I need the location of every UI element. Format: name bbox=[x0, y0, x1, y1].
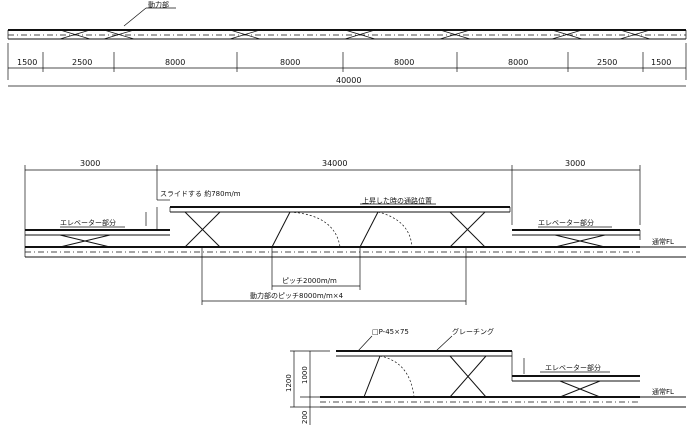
power-pitch-label: 動力部のピッチ8000m/m×4 bbox=[250, 291, 344, 300]
dim-left: 3000 bbox=[80, 159, 100, 168]
dim-middle: 34000 bbox=[322, 159, 347, 168]
raised-walkway-label: 上昇した時の通路位置 bbox=[362, 196, 432, 205]
section-elevator-label: エレベーター部分 bbox=[545, 363, 601, 372]
dim-segment-1: 1500 bbox=[17, 58, 37, 67]
dim-segment-3: 8000 bbox=[165, 58, 185, 67]
elevator-label-left: エレベーター部分 bbox=[60, 218, 116, 227]
top-plan-view: 動力部 1500 2500 8000 8000 8000 8000 2500 1… bbox=[7, 0, 687, 87]
floor-level-label: 通常FL bbox=[652, 237, 674, 246]
side-elevation-view: 3000 34000 3000 スライドする 約780m/m 上昇した時の通路位… bbox=[24, 159, 686, 305]
elevator-label-right: エレベーター部分 bbox=[538, 218, 594, 227]
dim-segment-4: 8000 bbox=[280, 58, 300, 67]
dim-200: 200 bbox=[301, 411, 309, 424]
pitch-label: ピッチ2000m/m bbox=[282, 277, 337, 285]
section-detail-view: □P-45×75 グレーチング エレベーター部分 通常FL bbox=[285, 327, 686, 425]
slide-label: スライドする 約780m/m bbox=[160, 189, 241, 198]
section-floor-label: 通常FL bbox=[652, 387, 674, 396]
dim-1000: 1000 bbox=[301, 366, 309, 384]
dim-segment-2: 2500 bbox=[72, 58, 92, 67]
dim-segment-6: 8000 bbox=[508, 58, 528, 67]
dim-segment-7: 2500 bbox=[597, 58, 617, 67]
pipe-spec-label: □P-45×75 bbox=[372, 328, 409, 336]
dim-1200: 1200 bbox=[285, 374, 293, 392]
grating-label: グレーチング bbox=[452, 327, 494, 336]
dim-segment-5: 8000 bbox=[394, 58, 414, 67]
dim-right: 3000 bbox=[565, 159, 585, 168]
dim-segment-8: 1500 bbox=[651, 58, 671, 67]
power-unit-label: 動力部 bbox=[148, 0, 169, 9]
dim-total: 40000 bbox=[336, 76, 361, 85]
